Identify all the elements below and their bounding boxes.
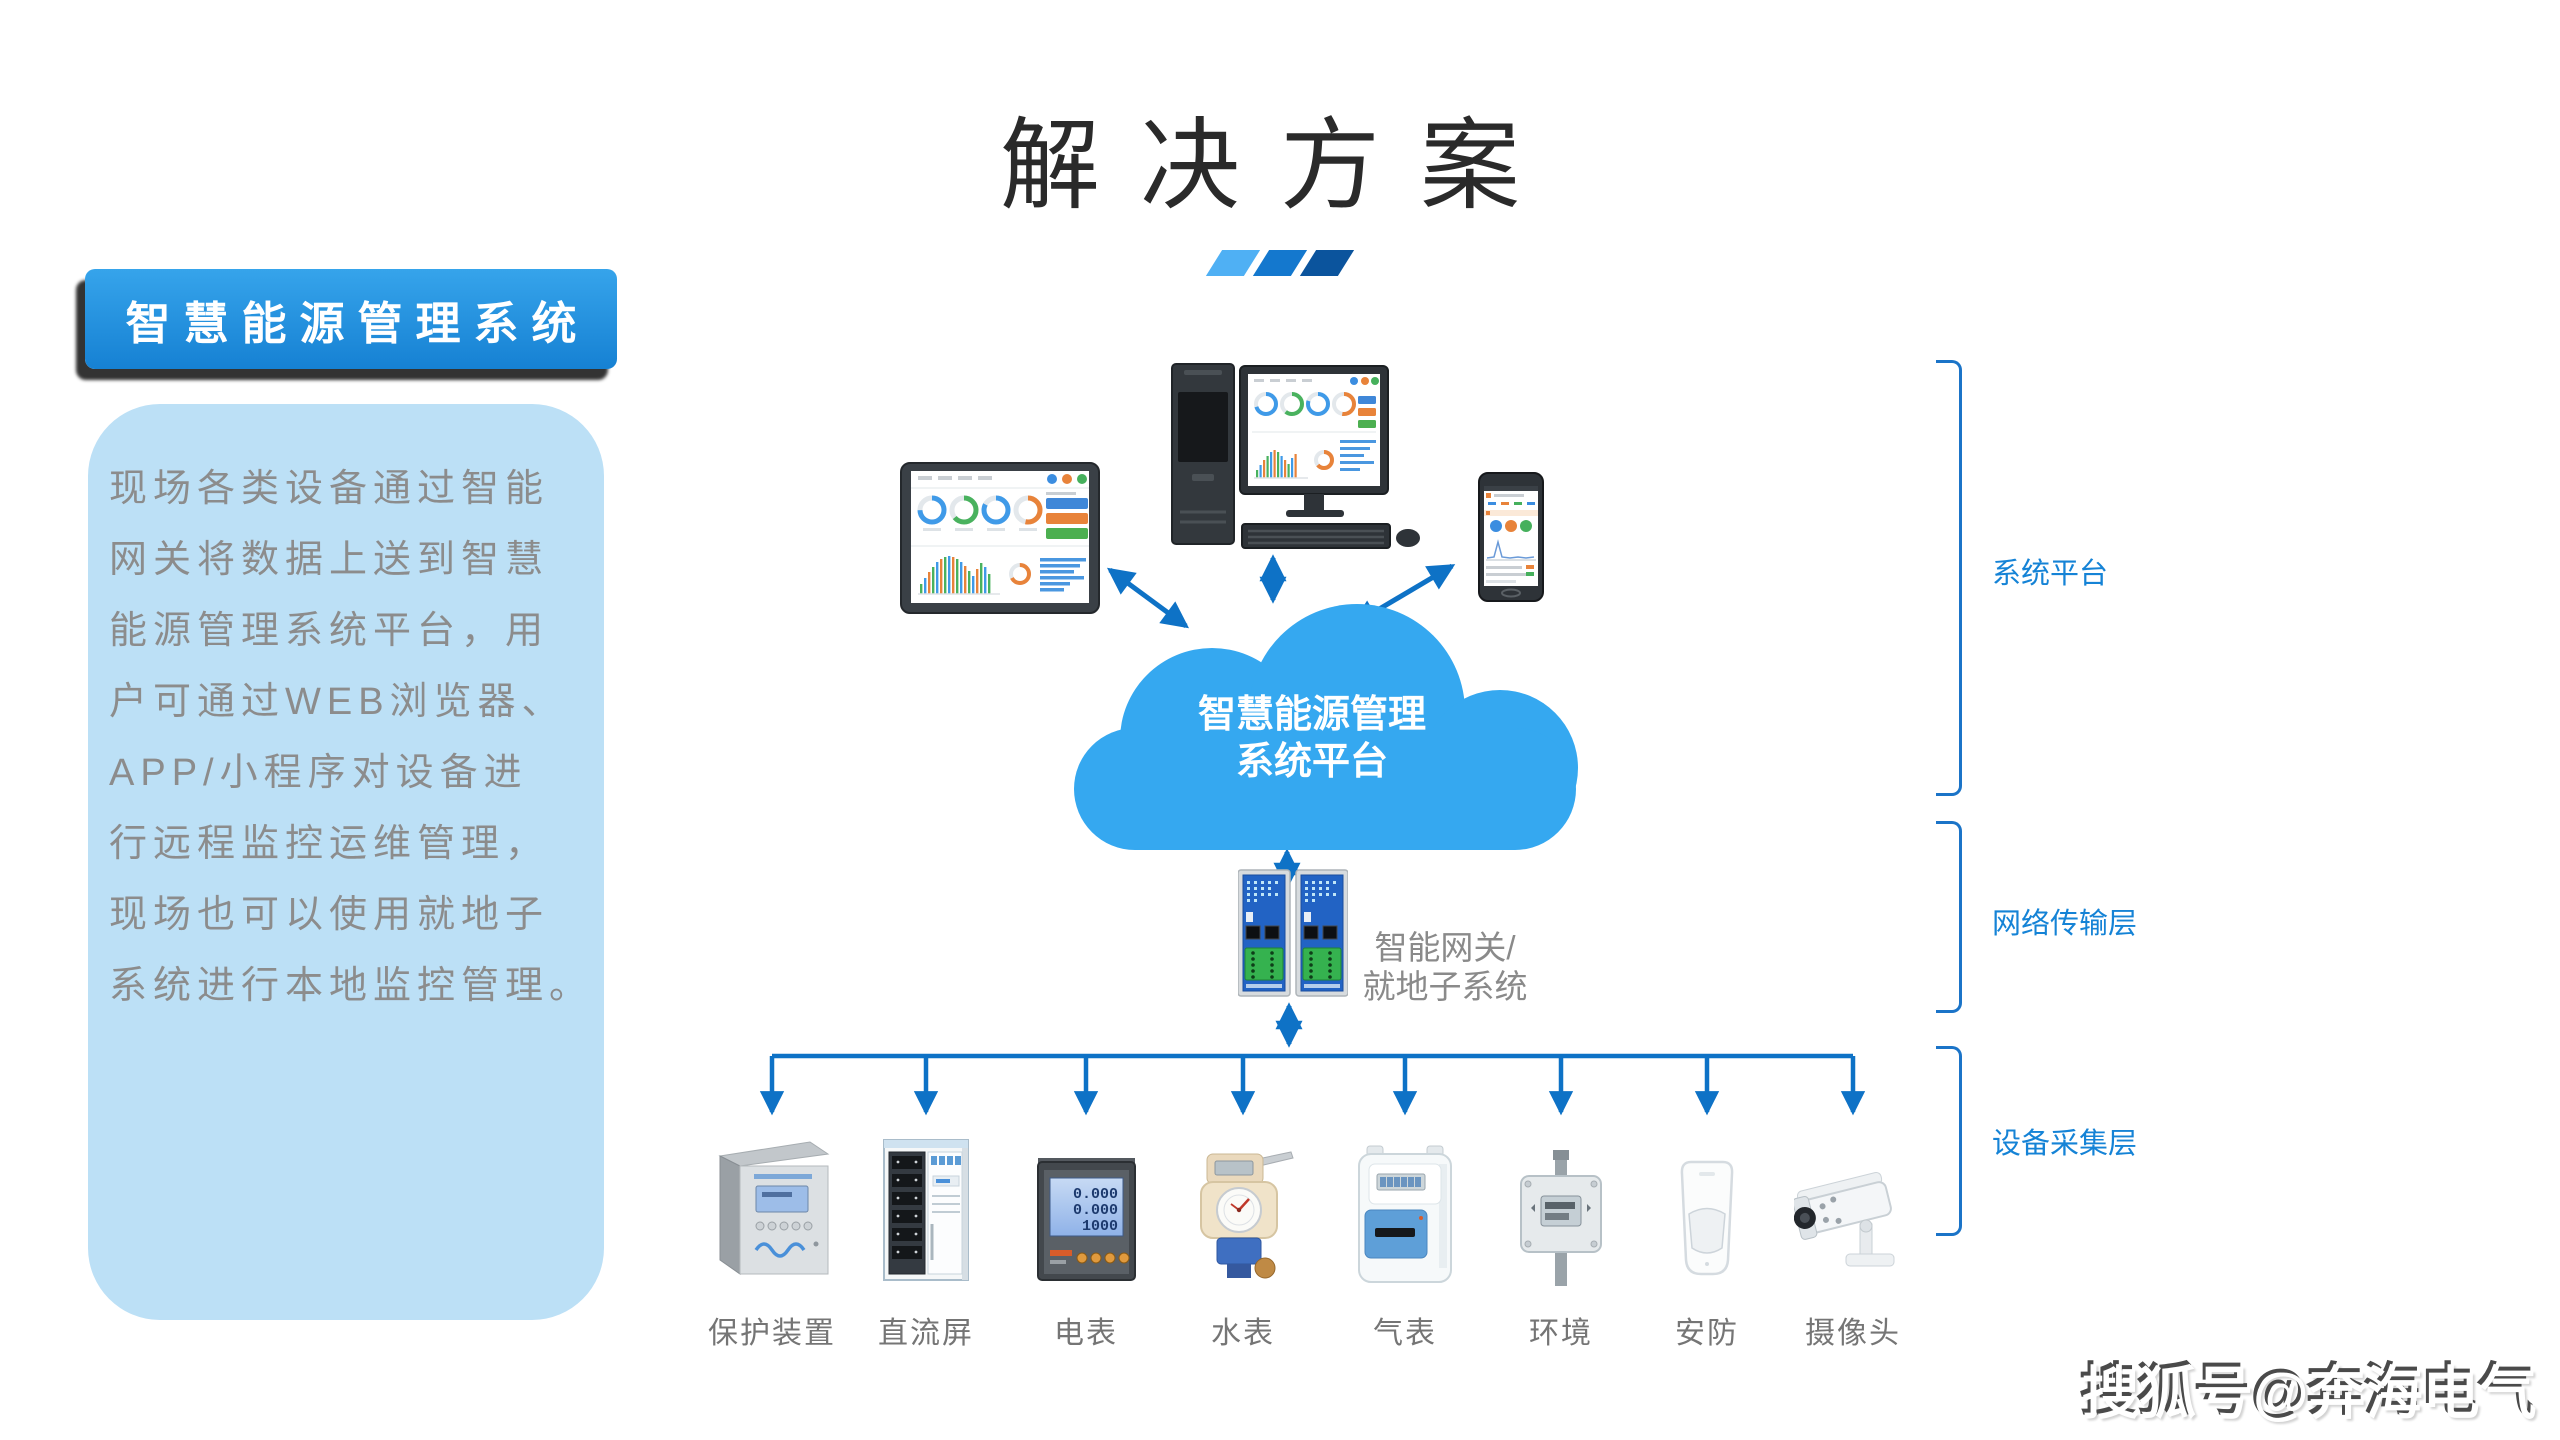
watermark: 搜狐号@奔海电气 bbox=[2082, 1362, 2537, 1426]
device-label: 环境 bbox=[1529, 1317, 1593, 1350]
description-line: APP/小程序对设备进 bbox=[109, 752, 528, 794]
device-column: 保护装置 bbox=[697, 1126, 847, 1352]
layer-label-system-platform: 系统平台 bbox=[1992, 558, 2109, 590]
system-name-text: 智慧能源管理系统 bbox=[125, 297, 590, 349]
dashboard-tablet-icon bbox=[900, 462, 1100, 614]
description-line: 户可通过WEB浏览器、 bbox=[109, 681, 566, 723]
gateway-label-line2: 就地子系统 bbox=[1362, 968, 1528, 1005]
layer-label-network: 网络传输层 bbox=[1992, 908, 2138, 940]
desktop-pc-icon bbox=[1171, 363, 1420, 549]
mini-bar-chart bbox=[918, 556, 1000, 595]
description-line: 网关将数据上送到智慧 bbox=[109, 539, 550, 581]
security-sensor-icon bbox=[1665, 1126, 1749, 1286]
cloud-platform-icon bbox=[1074, 604, 1578, 850]
description-line: 现场也可以使用就地子 bbox=[109, 894, 550, 936]
page-title: 解决方案 bbox=[1000, 110, 1560, 222]
device-label: 安防 bbox=[1675, 1317, 1739, 1350]
device-column: 气表 bbox=[1330, 1126, 1480, 1352]
gateway-label-line1: 智能网关/ bbox=[1374, 929, 1516, 966]
system-description-panel: 现场各类设备通过智能 网关将数据上送到智慧 能源管理系统平台，用 户可通过WEB… bbox=[88, 404, 604, 1320]
smart-gateway-icon bbox=[1238, 869, 1348, 997]
layer-label-device: 设备采集层 bbox=[1992, 1128, 2138, 1160]
meter-reading-row2: 0.000 bbox=[1072, 1202, 1117, 1219]
system-name-banner: 智慧能源管理系统 bbox=[85, 269, 617, 369]
environment-sensor-icon bbox=[1511, 1126, 1611, 1286]
meter-reading-row1: 0.000 bbox=[1072, 1186, 1117, 1203]
layer-bracket-network bbox=[1936, 821, 1962, 1013]
device-column: 0.000 0.000 1000 电表 bbox=[1011, 1126, 1161, 1352]
device-label: 保护装置 bbox=[708, 1317, 836, 1350]
device-label: 水表 bbox=[1211, 1317, 1275, 1350]
layer-bracket-system-platform bbox=[1936, 360, 1962, 796]
power-meter-icon: 0.000 0.000 1000 bbox=[1034, 1126, 1139, 1286]
description-line: 行远程监控运维管理， bbox=[109, 823, 550, 865]
camera-icon bbox=[1794, 1126, 1912, 1286]
description-line: 能源管理系统平台，用 bbox=[109, 610, 550, 652]
device-label: 直流屏 bbox=[878, 1317, 974, 1350]
device-label: 气表 bbox=[1373, 1317, 1437, 1350]
arrow-tablet-cloud bbox=[1106, 567, 1190, 629]
protection-device-icon bbox=[710, 1126, 835, 1286]
meter-reading-row3: 1000 bbox=[1081, 1218, 1117, 1235]
description-line: 现场各类设备通过智能 bbox=[109, 468, 550, 510]
gas-meter-icon bbox=[1351, 1126, 1459, 1286]
device-column: 水表 bbox=[1168, 1126, 1318, 1352]
layer-bracket-device bbox=[1936, 1046, 1962, 1236]
cloud-label-line2: 系统平台 bbox=[1235, 741, 1388, 783]
device-column: 环境 bbox=[1486, 1126, 1636, 1352]
device-label: 电表 bbox=[1054, 1317, 1118, 1350]
device-column: 安防 bbox=[1632, 1126, 1782, 1352]
smartphone-icon bbox=[1478, 472, 1544, 602]
water-meter-icon bbox=[1187, 1126, 1299, 1286]
device-label: 摄像头 bbox=[1805, 1317, 1901, 1350]
cloud-label-line1: 智慧能源管理 bbox=[1197, 694, 1426, 736]
device-column: 摄像头 bbox=[1778, 1126, 1928, 1352]
dc-panel-icon bbox=[876, 1126, 976, 1286]
gateway-label: 智能网关/ 就地子系统 bbox=[1357, 928, 1533, 1006]
description-line: 系统进行本地监控管理。 bbox=[109, 965, 594, 1007]
device-column: 直流屏 bbox=[851, 1126, 1001, 1352]
cloud-platform-label: 智慧能源管理 系统平台 bbox=[1062, 692, 1562, 786]
